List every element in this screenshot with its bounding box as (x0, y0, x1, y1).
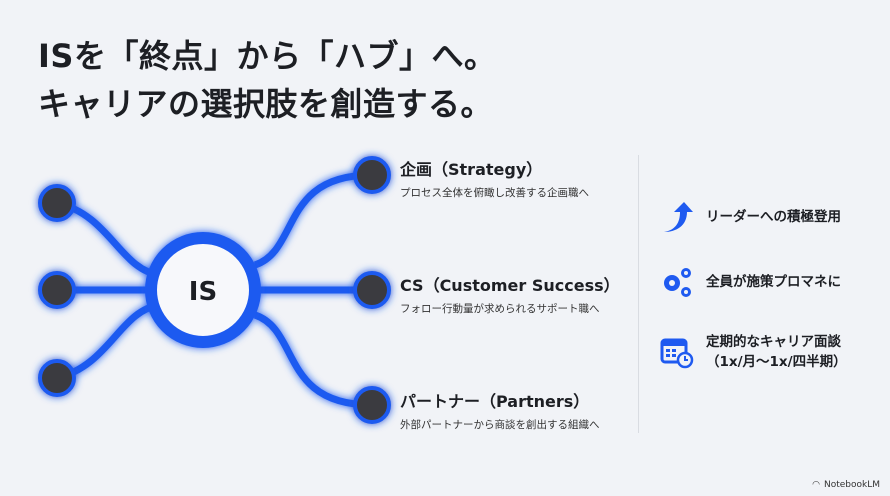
source-node (38, 271, 76, 309)
branch-description: フォロー行動量が求められるサポート職へ (400, 303, 600, 315)
hub-label: IS (189, 277, 217, 307)
feature-text-line-1: 定期的なキャリア面談 (706, 334, 841, 350)
feature-pm: 全員が施策プロマネに (660, 265, 841, 299)
arrow-up-icon (664, 202, 693, 232)
branch-heading: 企画（Strategy） (400, 160, 543, 179)
notebooklm-icon: ◠ (812, 480, 820, 490)
feature-text: 定期的なキャリア面談 （1x/月〜1x/四半期） (706, 332, 847, 372)
brand-text: NotebookLM (823, 480, 880, 490)
title-line-2: キャリアの選択肢を創造する。 (38, 85, 494, 123)
feature-leader: リーダーへの積極登用 (660, 200, 841, 234)
branch-node-strategy (353, 156, 391, 194)
branch-description: 外部パートナーから商談を創出する組織へ (400, 419, 600, 431)
feature-text: リーダーへの積極登用 (706, 209, 841, 225)
branch-node-cs (353, 271, 391, 309)
hub-circle (145, 232, 261, 348)
gears-icon (664, 268, 691, 297)
divider (638, 155, 639, 433)
branch-heading: CS（Customer Success） (400, 276, 620, 295)
feature-career: 定期的なキャリア面談 （1x/月〜1x/四半期） (660, 332, 847, 372)
branch-strategy: 企画（Strategy） プロセス全体を俯瞰し改善する企画職へ (400, 156, 589, 200)
slide-title: ISを「終点」から「ハブ」へ。 キャリアの選択肢を創造する。 (38, 32, 496, 128)
feature-text-line-2: （1x/月〜1x/四半期） (706, 354, 847, 370)
hub-diagram: IS (38, 156, 391, 424)
branch-heading: パートナー（Partners） (400, 392, 590, 411)
calendar-clock-icon (660, 338, 694, 369)
title-line-1: ISを「終点」から「ハブ」へ。 (38, 37, 497, 75)
branch-description: プロセス全体を俯瞰し改善する企画職へ (400, 187, 589, 199)
branch-cs: CS（Customer Success） フォロー行動量が求められるサポート職へ (400, 272, 620, 316)
source-node (38, 359, 76, 397)
feature-text: 全員が施策プロマネに (706, 274, 841, 290)
branch-partners: パートナー（Partners） 外部パートナーから商談を創出する組織へ (400, 388, 600, 432)
source-node (38, 184, 76, 222)
branch-node-partners (353, 386, 391, 424)
notebooklm-logo: ◠NotebookLM (812, 480, 880, 490)
